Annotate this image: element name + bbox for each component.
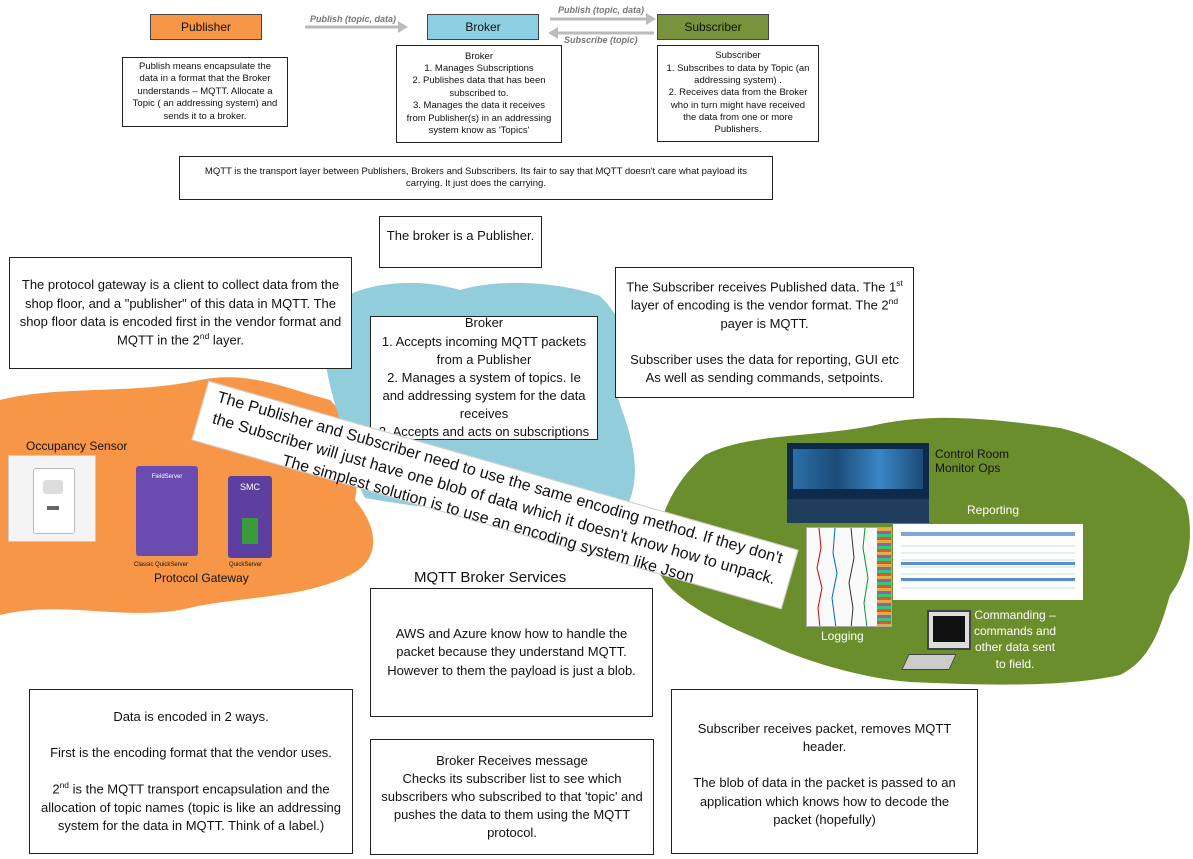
subscriber-description: Subscriber 1. Subscribes to data by Topi… xyxy=(657,45,819,142)
logging-label: Logging xyxy=(821,629,864,643)
broker-is-publisher-box: The broker is a Publisher. xyxy=(379,216,542,268)
occupancy-sensor-image xyxy=(8,455,96,542)
trace-2 xyxy=(831,528,838,626)
gateway-device-1: FieldServer xyxy=(136,466,198,556)
gateway-device-2: SMC xyxy=(228,476,272,558)
protocol-gateway-label: Protocol Gateway xyxy=(154,571,249,585)
monitor-wall xyxy=(793,449,923,489)
commanding-label: Commanding – commands and other data sen… xyxy=(974,608,1057,671)
sensor-plate xyxy=(33,468,75,534)
report-table xyxy=(901,540,1075,592)
device2-brand: SMC xyxy=(240,482,260,492)
occupancy-sensor-label: Occupancy Sensor xyxy=(26,439,128,453)
computer-image xyxy=(901,610,977,674)
device2-caption: QuickServer xyxy=(229,562,263,568)
mqtt-transport-box: MQTT is the transport layer between Publ… xyxy=(179,156,773,200)
broker-description: Broker 1. Manages Subscriptions 2. Publi… xyxy=(396,45,562,143)
broker-receives-box: Broker Receives message Checks its subsc… xyxy=(370,739,654,855)
broker-center-box: Broker 1. Accepts incoming MQTT packets … xyxy=(370,315,598,440)
sensor-lens xyxy=(43,480,63,494)
report-band-1 xyxy=(901,562,1075,565)
publisher-header: Publisher xyxy=(150,14,262,40)
broker-header: Broker xyxy=(427,14,539,40)
reporting-label: Reporting xyxy=(967,503,1020,517)
device1-brand: FieldServer xyxy=(151,474,183,480)
report-band-2 xyxy=(901,578,1075,581)
computer-keyboard xyxy=(901,654,957,670)
publisher-description: Publish means encapsulate the data in a … xyxy=(122,57,288,127)
control-room-image xyxy=(787,443,929,523)
sensor-button xyxy=(47,506,59,510)
logging-image xyxy=(806,527,892,627)
console-desk xyxy=(787,499,929,523)
publish-label-1: Publish (topic, data) xyxy=(310,14,397,24)
gateway-description-box: The protocol gateway is a client to coll… xyxy=(9,257,352,369)
subscriber-packet-box: Subscriber receives packet, removes MQTT… xyxy=(671,689,978,854)
report-image xyxy=(893,524,1083,600)
trace-3 xyxy=(848,528,855,626)
device2-terminal xyxy=(242,518,258,544)
data-encoded-box: Data is encoded in 2 ways. First is the … xyxy=(29,689,353,854)
broker-services-label: MQTT Broker Services xyxy=(414,569,567,586)
computer-screen xyxy=(933,616,965,642)
subscribe-label: Subscribe (topic) xyxy=(564,35,638,45)
publish-arrow-1-head xyxy=(398,21,408,33)
header-arrows xyxy=(305,13,656,39)
trace-1 xyxy=(816,528,823,626)
logging-colorbar xyxy=(877,528,891,626)
subscribe-arrow-head xyxy=(548,27,558,39)
publish-arrow-2-head xyxy=(646,13,656,25)
trace-4 xyxy=(862,528,869,626)
subscriber-receives-box: The Subscriber receives Published data. … xyxy=(615,267,914,398)
subscriber-header: Subscriber xyxy=(657,14,769,40)
logging-traces xyxy=(816,528,869,626)
control-room-label: Control Room Monitor Ops xyxy=(935,447,1010,475)
device1-caption: Classic QuickServer xyxy=(134,562,189,568)
aws-azure-box: AWS and Azure know how to handle the pac… xyxy=(370,588,653,717)
report-header-row xyxy=(901,532,1075,536)
publish-label-2: Publish (topic, data) xyxy=(558,5,645,15)
